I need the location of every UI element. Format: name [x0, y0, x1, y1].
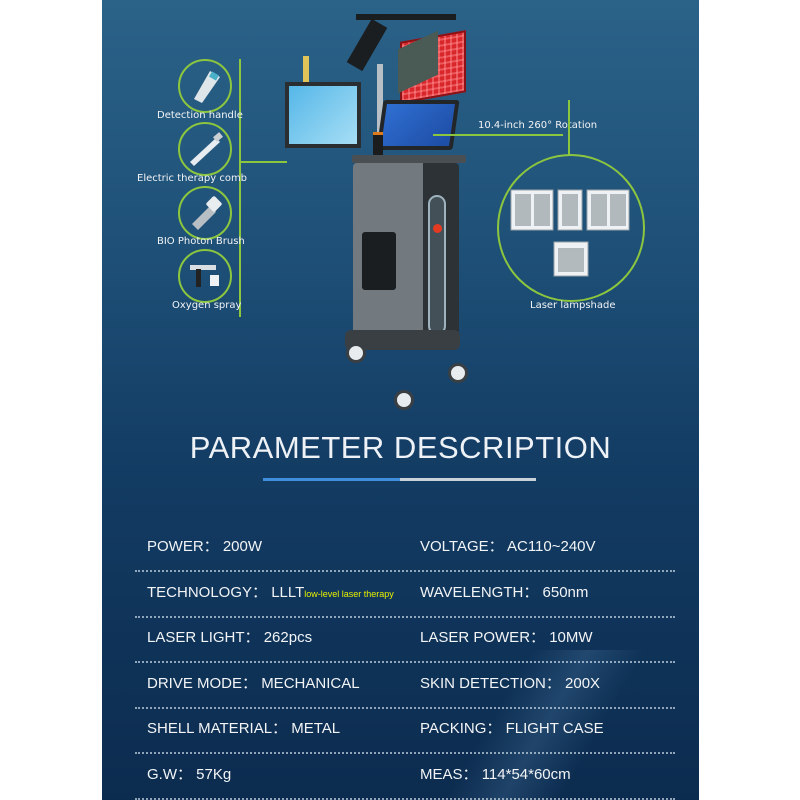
param-row: TECHNOLOGY： LLLTlow-level laser therapy … — [135, 573, 675, 618]
touchscreen-display — [376, 100, 460, 150]
laser-lampshade-label: Laser lampshade — [530, 300, 616, 311]
comb-probe — [303, 56, 309, 82]
lampshade-callout-line — [568, 100, 570, 155]
machine-base — [345, 330, 460, 350]
param-row: SHELL MATERIAL： METAL PACKING： FLIGHT CA… — [135, 709, 675, 754]
oxygen-spray-gun-icon — [178, 249, 232, 303]
param-measurements: MEAS： 114*54*60cm — [420, 766, 571, 783]
dotted-divider — [135, 707, 675, 709]
param-row: POWER： 200W VOLTAGE： AC110~240V — [135, 527, 675, 572]
param-laser-power: LASER POWER： 10MW — [420, 629, 593, 646]
skin-detection-monitor — [285, 82, 361, 148]
photon-brush-icon — [178, 186, 232, 240]
dotted-divider — [135, 661, 675, 663]
param-gross-weight: G.W： 57Kg — [147, 766, 232, 783]
caster-wheel — [346, 343, 366, 363]
accessory-label-oxygen-spray: Oxygen spray — [172, 300, 242, 311]
accessory-connector-horizontal — [241, 161, 287, 163]
cabinet-window — [362, 232, 396, 290]
param-shell-material: SHELL MATERIAL： METAL — [147, 720, 341, 737]
param-technology: TECHNOLOGY： LLLTlow-level laser therapy — [147, 584, 394, 601]
param-voltage: VOLTAGE： AC110~240V — [420, 538, 596, 555]
accessory-label-detection-handle: Detection handle — [157, 110, 243, 121]
screen-rotation-callout: 10.4-inch 260° Rotation — [478, 120, 598, 131]
emergency-stop-button — [433, 224, 442, 233]
param-row: DRIVE MODE： MECHANICAL SKIN DETECTION： 2… — [135, 664, 675, 709]
section-title: PARAMETER DESCRIPTION — [189, 430, 612, 465]
laser-lampshade-icon — [497, 154, 645, 302]
orange-ring-column — [373, 132, 383, 159]
caster-wheel — [394, 390, 414, 410]
dotted-divider — [135, 570, 675, 572]
accessory-label-therapy-comb: Electric therapy comb — [137, 173, 248, 184]
param-row: G.W： 57Kg MEAS： 114*54*60cm — [135, 755, 675, 800]
therapy-comb-icon — [178, 122, 232, 176]
dotted-divider — [135, 798, 675, 800]
machine-top-tray — [352, 155, 466, 163]
side-glass-strip — [428, 195, 446, 335]
technology-note: low-level laser therapy — [304, 589, 394, 599]
detection-handle-icon — [178, 59, 232, 113]
dotted-divider — [135, 752, 675, 754]
accessory-connector-vertical — [239, 59, 241, 317]
dotted-divider — [135, 616, 675, 618]
background-sheen — [302, 650, 699, 800]
param-skin-detection: SKIN DETECTION： 200X — [420, 675, 601, 692]
param-wavelength: WAVELENGTH： 650nm — [420, 584, 589, 601]
param-laser-light: LASER LIGHT： 262pcs — [147, 629, 313, 646]
title-underline-blue — [263, 478, 400, 481]
machine-pole — [377, 64, 383, 154]
caster-wheel — [448, 363, 468, 383]
param-drive-mode: DRIVE MODE： MECHANICAL — [147, 675, 360, 692]
param-row: LASER LIGHT： 262pcs LASER POWER： 10MW — [135, 618, 675, 663]
accessory-label-photon-brush: BIO Photon Brush — [157, 236, 245, 247]
screen-callout-line — [433, 134, 563, 136]
param-packing: PACKING： FLIGHT CASE — [420, 720, 604, 737]
machine-arm — [356, 14, 456, 20]
title-underline-grey — [400, 478, 536, 481]
param-power: POWER： 200W — [147, 538, 263, 555]
